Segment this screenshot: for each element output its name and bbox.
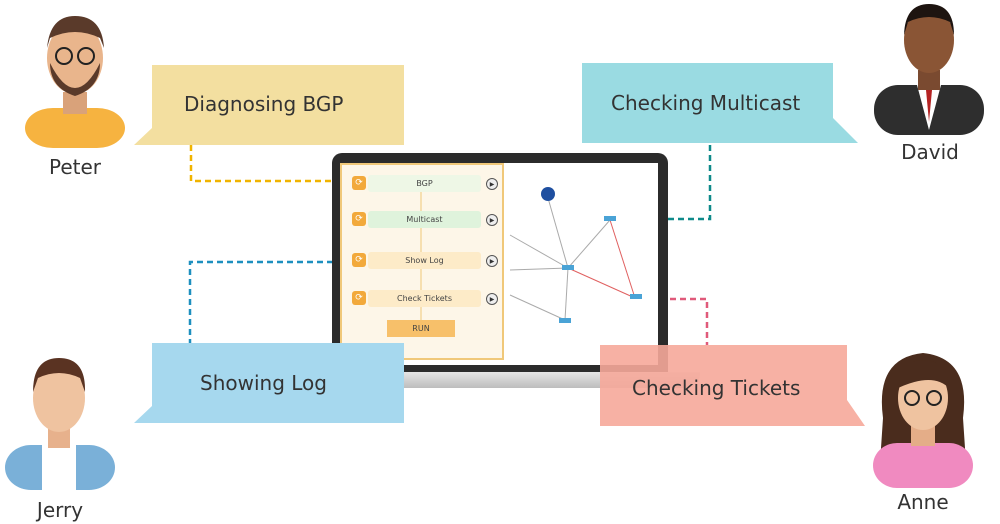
peter-connector <box>189 145 352 183</box>
workflow-step-bgp[interactable]: BGP <box>368 175 481 192</box>
switch-icon <box>604 216 616 221</box>
anne-avatar <box>873 353 973 488</box>
play-icon[interactable]: ▶ <box>486 255 498 267</box>
anne-bubble-text: Checking Tickets <box>632 376 801 400</box>
peter-bubble-shape <box>134 65 404 145</box>
switch-icon <box>562 265 574 270</box>
peter-bubble-text: Diagnosing BGP <box>184 92 344 116</box>
david-bubble-text: Checking Multicast <box>611 91 801 115</box>
router-icon <box>541 187 555 201</box>
run-button[interactable]: RUN <box>387 320 455 337</box>
peter-name: Peter <box>48 155 102 179</box>
workflow-step-icon: ⟳ <box>352 253 366 267</box>
workflow-step-icon: ⟳ <box>352 176 366 190</box>
david-name: David <box>901 140 959 164</box>
david-avatar <box>874 4 984 135</box>
play-icon[interactable]: ▶ <box>486 293 498 305</box>
switch-icon <box>559 318 571 323</box>
jerry-avatar <box>5 358 115 490</box>
jerry-connector <box>188 260 352 345</box>
network-map <box>509 187 642 323</box>
workflow-step-check-tickets[interactable]: Check Tickets <box>368 290 481 307</box>
peter-avatar <box>25 16 125 148</box>
workflow-step-icon: ⟳ <box>352 212 366 226</box>
david-bubble-shape <box>582 63 858 143</box>
anne-bubble-shape <box>600 345 865 426</box>
jerry-bubble-text: Showing Log <box>200 371 327 395</box>
switch-icon <box>630 294 642 299</box>
jerry-bubble-shape <box>134 343 404 423</box>
jerry-name: Jerry <box>36 498 84 522</box>
david-bubble: Checking Multicast <box>611 87 800 119</box>
play-icon[interactable]: ▶ <box>486 214 498 226</box>
anne-name: Anne <box>897 490 949 514</box>
workflow-step-show-log[interactable]: Show Log <box>368 252 481 269</box>
workflow-step-icon: ⟳ <box>352 291 366 305</box>
play-icon[interactable]: ▶ <box>486 178 498 190</box>
jerry-bubble: Showing Log <box>200 367 327 399</box>
anne-bubble: Checking Tickets <box>632 372 800 404</box>
peter-bubble: Diagnosing BGP <box>184 88 343 120</box>
workflow-step-multicast[interactable]: Multicast <box>368 211 481 228</box>
